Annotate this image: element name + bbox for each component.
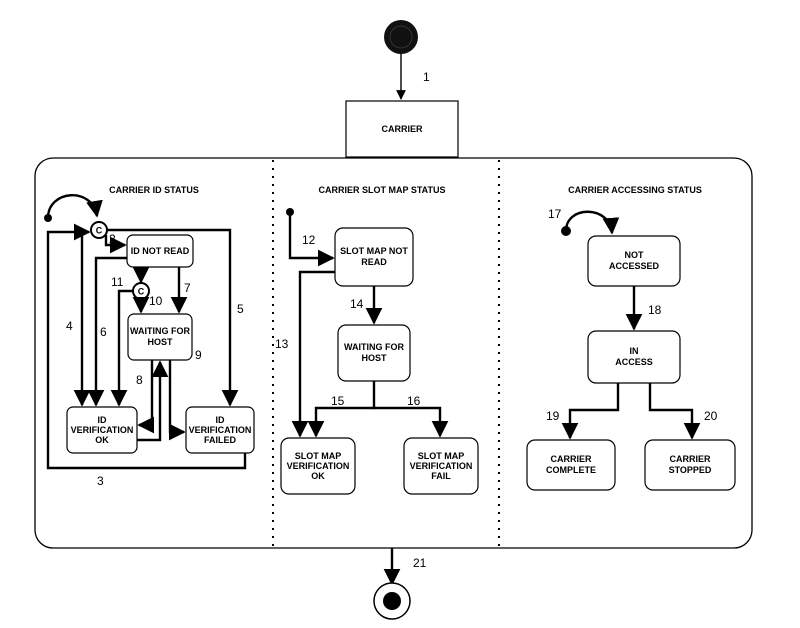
transition-8-return-line: [137, 360, 169, 442]
transition-16-line: [374, 406, 449, 438]
state-id-failed-label-1: ID: [216, 415, 226, 425]
transition-label-8: 8: [136, 373, 143, 387]
transition-8-line: [137, 360, 155, 434]
region-title-id: CARRIER ID STATUS: [109, 185, 199, 195]
transition-12-line: [288, 212, 335, 267]
state-id-not-read: [126, 234, 194, 268]
transition-label-12: 12: [302, 233, 316, 247]
state-carrier-complete-label-2: COMPLETE: [546, 465, 596, 475]
transition-label-20: 20: [704, 409, 718, 423]
transition-label-10: 10: [149, 294, 163, 308]
carrier-label: CARRIER: [381, 124, 423, 134]
state-sm-fail: [403, 437, 479, 495]
state-not-accessed-label-1: NOT: [625, 250, 645, 260]
state-sm-ok-label-3: OK: [311, 471, 325, 481]
transition-15-line: [307, 381, 376, 438]
transition-label-18: 18: [648, 303, 662, 317]
state-id-ok: [66, 406, 138, 454]
initial-state: [384, 20, 418, 54]
state-carrier-complete: [526, 439, 616, 491]
state-carrier-stopped-label-1: CARRIER: [669, 454, 711, 464]
state-id-failed-label-2: VERIFICATION: [189, 425, 252, 435]
state-sm-ok-label-1: SLOT MAP: [295, 451, 342, 461]
transition-2-line: [104, 235, 127, 254]
transition-17-line: [564, 210, 620, 235]
state-carrier-stopped-label-2: STOPPED: [669, 465, 712, 475]
transition-label-15: 15: [331, 394, 345, 408]
id-conditional-c2-label: C: [138, 287, 145, 297]
state-id-waiting: [127, 313, 193, 361]
transition-3-line: [46, 223, 247, 470]
state-id-ok-label-3: OK: [95, 435, 109, 445]
transition-label-16: 16: [407, 394, 421, 408]
state-in-access-label-1: IN: [630, 346, 639, 356]
state-id-waiting-label-2: HOST: [147, 337, 173, 347]
state-sm-waiting-label-1: WAITING FOR: [344, 342, 404, 352]
transition-9-line: [168, 360, 186, 441]
transition-label-19: 19: [546, 409, 560, 423]
state-sm-ok-label-2: VERIFICATION: [287, 461, 350, 471]
transition-label-9: 9: [195, 348, 202, 362]
transition-label-6: 6: [100, 325, 107, 339]
final-state-dot: [383, 592, 401, 610]
state-sm-fail-label-2: VERIFICATION: [410, 461, 473, 471]
transition-5-line: [107, 228, 239, 407]
transition-20-line: [648, 383, 701, 440]
id-initial-arc: [46, 194, 103, 219]
state-carrier-complete-label-1: CARRIER: [550, 454, 592, 464]
transition-label-11: 11: [111, 275, 124, 289]
state-id-not-read-label: ID NOT READ: [131, 246, 190, 256]
state-id-ok-label-2: VERIFICATION: [71, 425, 134, 435]
state-in-access: [587, 330, 681, 384]
state-id-waiting-label-1: WAITING FOR: [130, 326, 190, 336]
transition-label-7: 7: [184, 281, 191, 295]
carrier-state: [345, 100, 459, 158]
composite-state: [34, 157, 753, 549]
transition-label-4: 4: [66, 319, 73, 333]
region-title-slot-map: CARRIER SLOT MAP STATUS: [318, 185, 445, 195]
state-carrier-stopped: [644, 439, 736, 491]
state-id-failed-label-3: FAILED: [204, 435, 237, 445]
transition-label-2: 2: [109, 232, 116, 246]
transition-label-21: 21: [413, 556, 427, 570]
region-title-accessing: CARRIER ACCESSING STATUS: [568, 185, 702, 195]
transition-label-5: 5: [237, 302, 244, 316]
state-sm-not-read-label-1: SLOT MAP NOT: [340, 246, 408, 256]
state-sm-not-read-label-2: READ: [361, 257, 387, 267]
transition-11-line: [110, 289, 133, 407]
state-not-accessed-label-2: ACCESSED: [609, 261, 660, 271]
state-id-ok-label-1: ID: [98, 415, 108, 425]
state-sm-fail-label-3: FAIL: [431, 471, 451, 481]
transition-19-line: [561, 383, 620, 440]
initial-state-ring: [389, 25, 413, 49]
id-conditional-c1-label: C: [96, 226, 103, 236]
transition-label-13: 13: [275, 337, 289, 351]
transition-label-1: 1: [423, 70, 430, 84]
state-id-failed: [185, 406, 255, 454]
state-sm-ok: [280, 437, 356, 495]
transition-label-14: 14: [350, 297, 364, 311]
transition-6-line: [87, 256, 127, 407]
state-in-access-label-2: ACCESS: [615, 357, 653, 367]
transition-label-17: 17: [548, 207, 562, 221]
state-sm-waiting-label-2: HOST: [361, 353, 387, 363]
transition-13-line: [291, 270, 335, 438]
state-sm-fail-label-1: SLOT MAP: [418, 451, 465, 461]
transition-label-3: 3: [97, 474, 104, 488]
